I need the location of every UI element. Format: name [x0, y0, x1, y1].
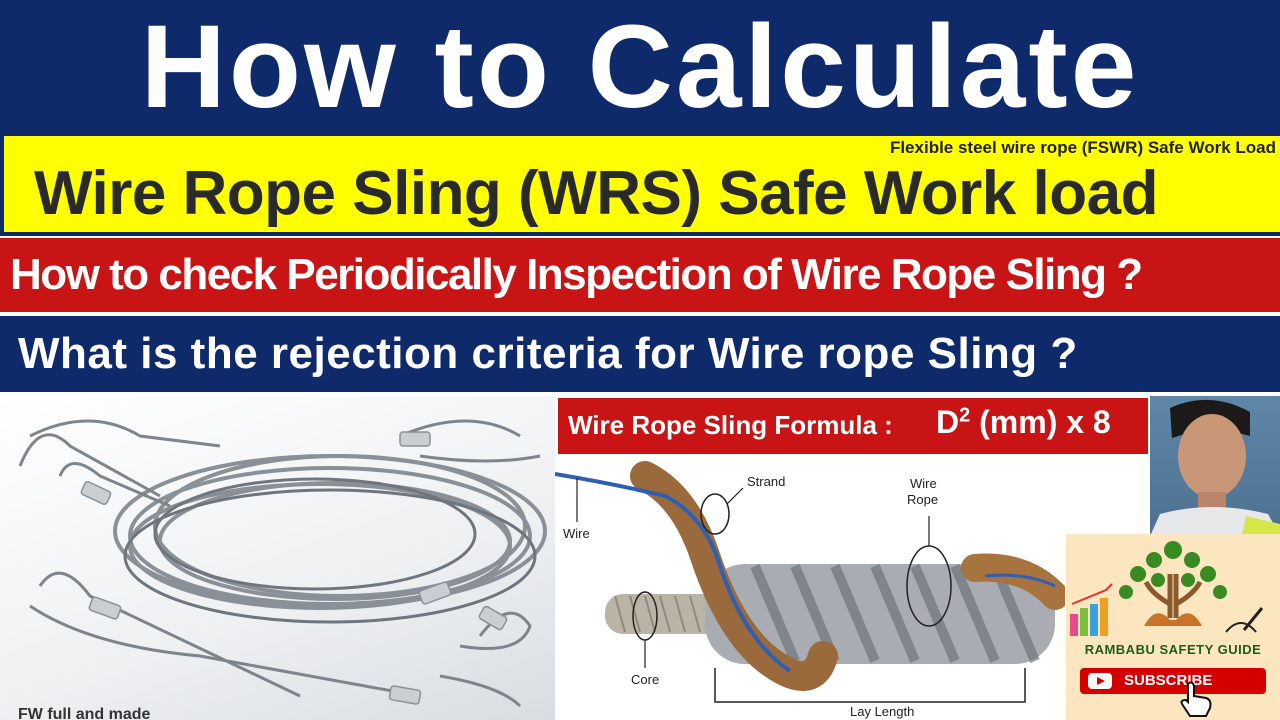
subscribe-button[interactable]: SUBSCRIBE	[1080, 668, 1266, 694]
subtitle-main-text: Wire Rope Sling (WRS) Safe Work load	[34, 159, 1158, 228]
label-wire-rope-2: Rope	[907, 492, 939, 507]
title-banner: How to Calculate	[0, 0, 1280, 136]
formula-box: Wire Rope Sling Formula : D2 (mm) x 8	[558, 398, 1148, 454]
formula-d: D	[936, 404, 960, 440]
hand-cursor-icon	[1180, 681, 1212, 717]
pen-icon	[1225, 607, 1264, 633]
presenter-icon	[1150, 399, 1280, 536]
label-wire: Wire	[563, 526, 590, 541]
page-title: How to Calculate	[140, 1, 1140, 133]
rejection-question: What is the rejection criteria for Wire …	[18, 329, 1078, 378]
inspection-question: How to check Periodically Inspection of …	[10, 250, 1143, 299]
formula-label: Wire Rope Sling Formula :	[568, 410, 893, 440]
inspection-banner: How to check Periodically Inspection of …	[0, 238, 1280, 312]
wire-rope-photo: FW full and made	[0, 396, 555, 720]
tree-logo-icon	[1070, 541, 1264, 636]
subtitle-background: Flexible steel wire rope (FSWR) Safe Wor…	[4, 136, 1280, 232]
wire-rope-diagram: Strand Wire Rope Wire Core Lay Length	[555, 456, 1065, 720]
wire-rope-coils-icon	[18, 419, 547, 708]
subtitle-small-text: Flexible steel wire rope (FSWR) Safe Wor…	[889, 138, 1276, 157]
label-lay-length: Lay Length	[850, 704, 915, 719]
bar-chart-icon	[1070, 583, 1113, 636]
photo-caption: FW full and made	[18, 706, 151, 720]
presenter-photo	[1150, 396, 1280, 536]
formula-exponent: 2	[959, 404, 971, 427]
channel-name: RAMBABU SAFETY GUIDE	[1084, 642, 1262, 657]
rejection-banner: What is the rejection criteria for Wire …	[0, 316, 1280, 392]
youtube-play-icon	[1088, 673, 1112, 689]
label-wire-rope-1: Wire	[910, 476, 937, 491]
formula-rest: (mm) x 8	[979, 404, 1111, 440]
channel-logo: RAMBABU SAFETY GUIDE SUBSCRIBE	[1066, 534, 1280, 720]
rope-structure-icon	[555, 461, 1065, 703]
label-core: Core	[631, 672, 660, 687]
subtitle-banner: Flexible steel wire rope (FSWR) Safe Wor…	[0, 136, 1280, 236]
formula-value: D2 (mm) x 8	[936, 404, 1111, 441]
label-strand: Strand	[747, 474, 786, 489]
